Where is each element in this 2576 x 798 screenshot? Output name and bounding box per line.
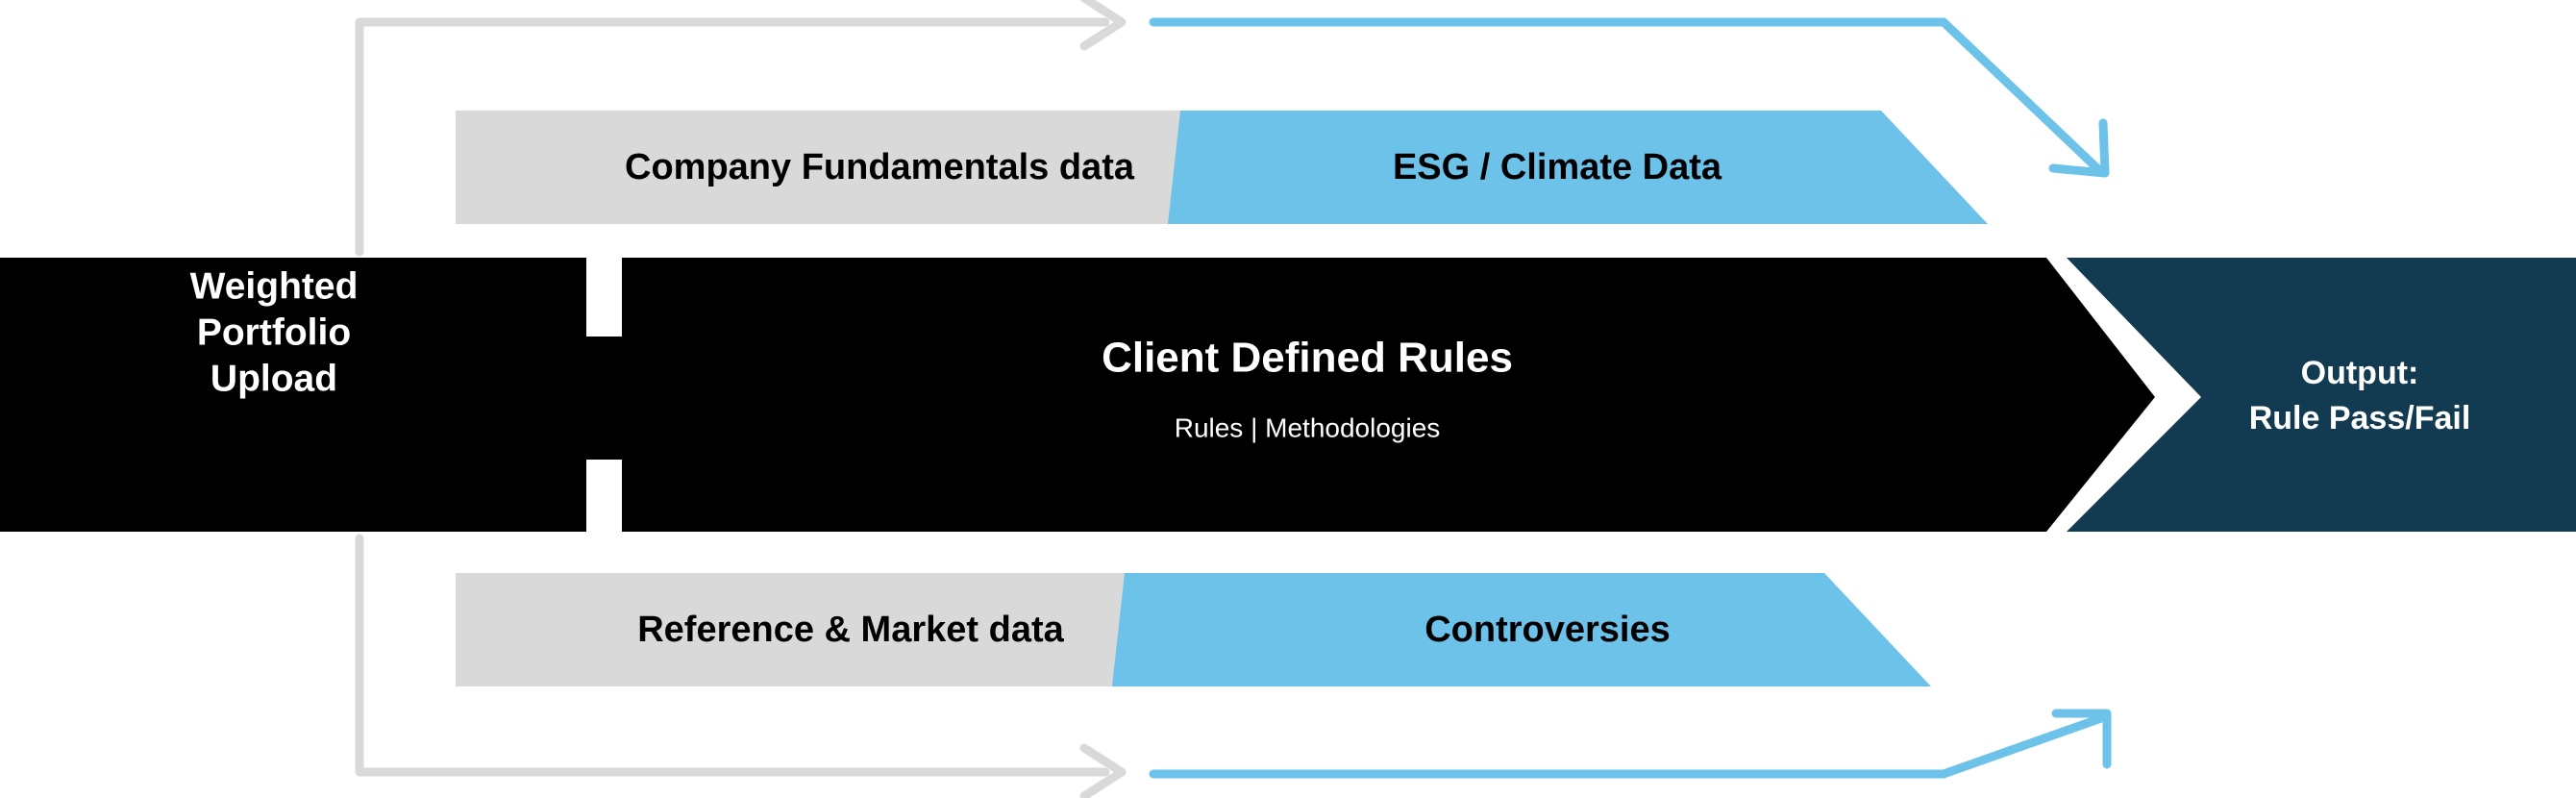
output-block-shape <box>2067 258 2576 532</box>
top-gray-feed-arrow <box>355 0 1127 257</box>
data-band-top: Company Fundamentals data ESG / Climate … <box>456 111 1988 224</box>
output-stage-block: Output: Rule Pass/Fail <box>2067 258 2576 532</box>
output-stage-line-2: Rule Pass/Fail <box>2249 400 2471 436</box>
bottom-blue-arrow-shaft <box>1149 713 2106 779</box>
black-arrow-shape <box>0 258 2155 532</box>
input-stage-line-1: Weighted <box>190 265 359 307</box>
band-bottom-gray-label: Reference & Market data <box>637 610 1064 650</box>
band-top-gray-label: Company Fundamentals data <box>625 147 1135 187</box>
bottom-blue-return-arrow <box>1149 709 2112 779</box>
band-bottom-blue-shape <box>1112 573 1931 686</box>
center-stage-title: Client Defined Rules <box>1102 335 1513 382</box>
top-blue-return-arrow <box>1149 17 2110 178</box>
input-stage-line-2: Portfolio <box>197 312 351 353</box>
band-top-blue-label: ESG / Climate Data <box>1393 147 1722 187</box>
output-stage-line-1: Output: <box>2301 355 2419 391</box>
band-bottom-gray-shape <box>456 573 1221 686</box>
center-stage-subtitle: Rules | Methodologies <box>1175 412 1441 442</box>
band-top-gray-shape <box>456 111 1276 224</box>
band-bottom-blue-label: Controversies <box>1424 610 1671 650</box>
main-process-arrow: Weighted Portfolio Upload Client Defined… <box>0 258 2155 532</box>
bottom-gray-feed-arrow <box>355 534 1127 798</box>
input-stage-line-3: Upload <box>211 358 337 399</box>
data-band-bottom: Reference & Market data Controversies <box>456 573 1931 686</box>
band-top-blue-shape <box>1168 111 1988 224</box>
bottom-blue-arrow-head <box>2051 709 2112 769</box>
